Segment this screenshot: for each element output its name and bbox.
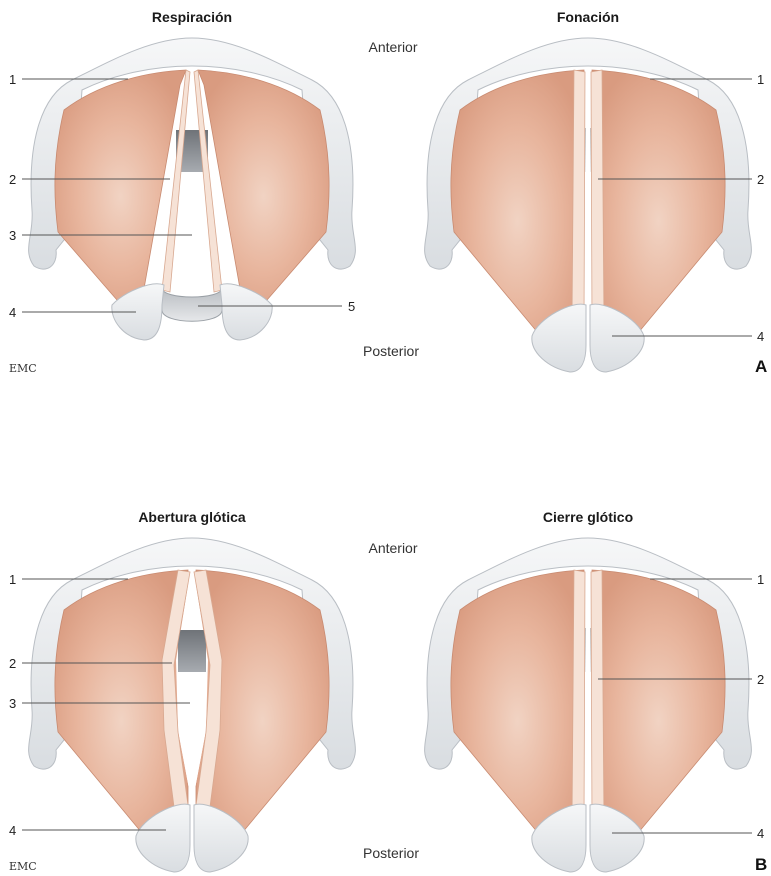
vocal-fold-left (572, 70, 585, 322)
label-vocal-fold: 2 (9, 172, 16, 187)
orientation-anterior: Anterior (368, 540, 417, 556)
panel-title-cierre: Cierre glótico (543, 509, 633, 525)
label-vocal-fold: 2 (757, 672, 764, 687)
orientation-anterior: Anterior (368, 39, 417, 55)
label-glottis: 3 (9, 228, 16, 243)
emc-logo: EMC (9, 860, 37, 873)
label-thyroid-cartilage: 1 (9, 72, 16, 87)
panel-letter-b: B (755, 855, 767, 874)
muscle-mass (592, 570, 725, 845)
panel-abertura (29, 538, 356, 872)
label-vocal-fold: 2 (757, 172, 764, 187)
orientation-posterior: Posterior (363, 343, 419, 359)
muscle-mass (451, 570, 584, 845)
label-vocal-fold: 2 (9, 656, 16, 671)
label-arytenoid: 4 (757, 826, 764, 841)
panel-letter-a: A (755, 357, 767, 376)
orientation-posterior: Posterior (363, 845, 419, 861)
panel-title-respiracion: Respiración (152, 9, 232, 25)
label-glottis: 3 (9, 696, 16, 711)
label-trachea-ring: 5 (348, 299, 355, 314)
label-arytenoid: 4 (9, 823, 16, 838)
panel-title-fonacion: Fonación (557, 9, 619, 25)
label-arytenoid: 4 (757, 329, 764, 344)
label-thyroid-cartilage: 1 (9, 572, 16, 587)
panel-title-abertura: Abertura glótica (138, 509, 246, 525)
label-thyroid-cartilage: 1 (757, 572, 764, 587)
trachea-ring (162, 288, 222, 321)
emc-logo: EMC (9, 362, 37, 375)
trachea-lumen (178, 630, 206, 672)
panel-cierre (425, 538, 752, 872)
muscle-mass (592, 70, 725, 345)
vocal-fold-left (572, 570, 585, 822)
vocal-fold-right (591, 570, 604, 822)
vocal-fold-right (591, 70, 604, 322)
label-thyroid-cartilage: 1 (757, 72, 764, 87)
muscle-mass (451, 70, 584, 345)
label-arytenoid: 4 (9, 305, 16, 320)
panel-fonacion (425, 38, 752, 372)
panel-respiracion (29, 38, 356, 340)
